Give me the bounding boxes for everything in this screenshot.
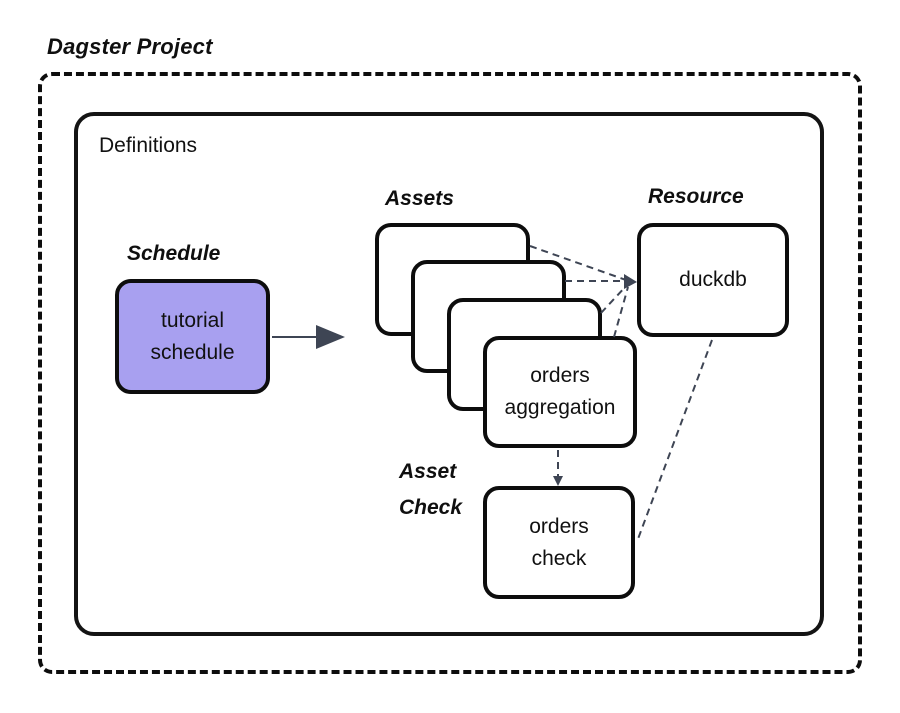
diagram-title: Dagster Project	[47, 34, 213, 59]
assets-section-label: Assets	[385, 187, 454, 210]
tutorial-schedule-node: tutorial schedule	[115, 279, 270, 394]
schedule-section-label: Schedule	[127, 242, 221, 265]
orders-check-node: orders check	[483, 486, 635, 599]
orders-aggregation-node: orders aggregation	[483, 336, 637, 448]
project-boundary	[38, 72, 862, 674]
resource-section-label: Resource	[648, 185, 744, 208]
definitions-label: Definitions	[99, 134, 198, 157]
duckdb-node: duckdb	[637, 223, 789, 337]
asset-check-section-label: Asset Check	[399, 460, 463, 519]
